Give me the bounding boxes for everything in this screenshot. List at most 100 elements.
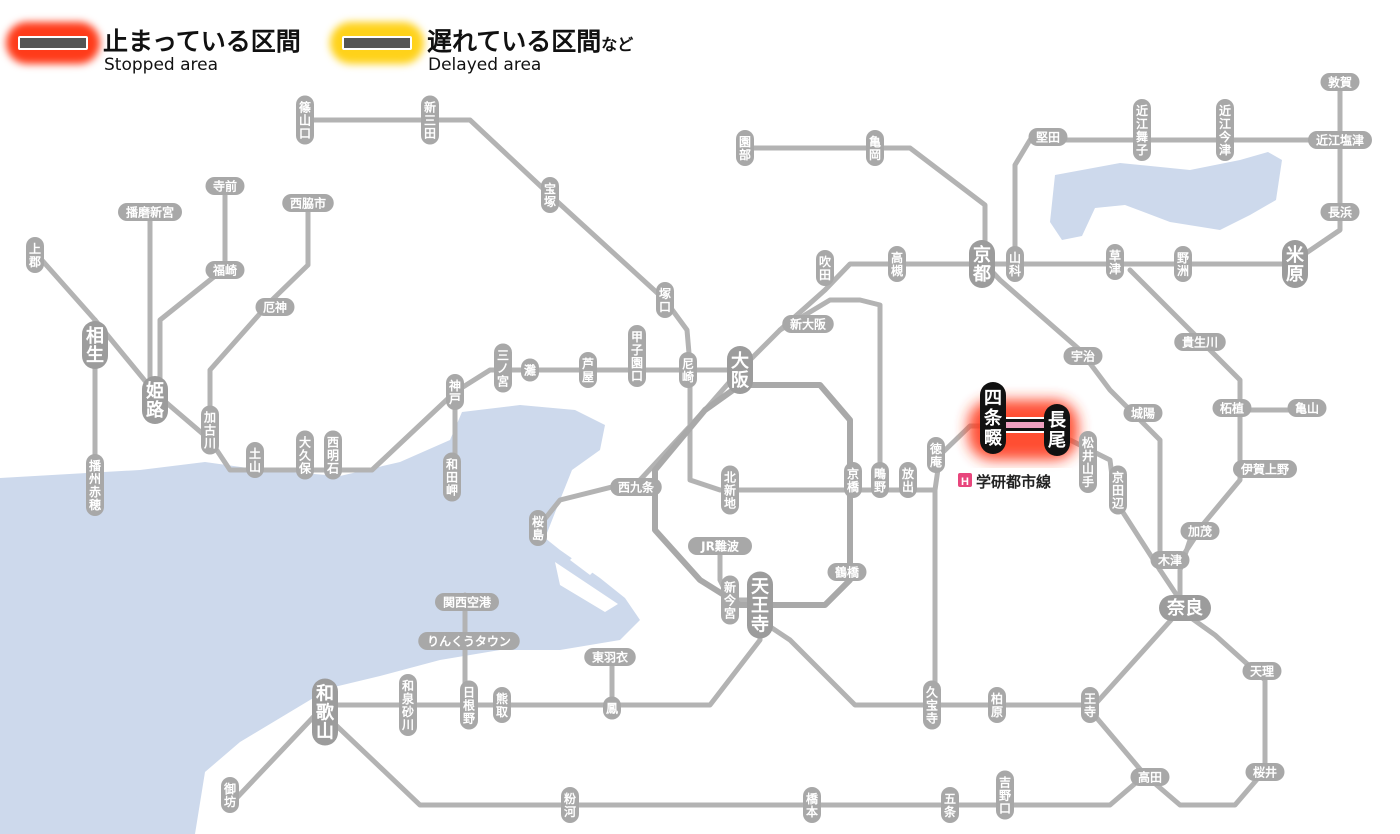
station-oji[interactable]: 王寺: [1081, 687, 1099, 723]
station-nagahama[interactable]: 長浜: [1320, 203, 1360, 221]
station-kamigori[interactable]: 上郡: [26, 237, 44, 273]
station-joyo[interactable]: 城陽: [1123, 404, 1163, 422]
station-yasu[interactable]: 野洲: [1174, 246, 1192, 282]
station-fukusaki[interactable]: 福崎: [205, 261, 245, 279]
station-banshuako[interactable]: 播州赤穂: [86, 454, 104, 516]
station-wakayama[interactable]: 和歌山: [312, 678, 338, 746]
station-name: 鴫野: [874, 466, 886, 494]
station-kamo[interactable]: 加茂: [1180, 522, 1220, 540]
station-kobe[interactable]: 神戸: [446, 374, 464, 410]
station-name: 日根野: [463, 686, 475, 726]
station-nishikujo[interactable]: 西九条: [610, 478, 662, 496]
station-tsukaguchi[interactable]: 塚口: [656, 282, 674, 318]
station-takarazuka[interactable]: 宝塚: [541, 177, 559, 213]
station-kansaiairport[interactable]: 関西空港: [435, 593, 499, 611]
station-shinsanda[interactable]: 新三田: [421, 95, 439, 145]
station-kyoto[interactable]: 京都: [969, 240, 995, 288]
station-nara[interactable]: 奈良: [1159, 595, 1211, 621]
station-name: 四条畷: [983, 388, 1003, 449]
station-name: 松井山手: [1082, 435, 1094, 489]
station-sakurajima[interactable]: 桜島: [529, 510, 547, 546]
station-kumatori[interactable]: 熊取: [493, 687, 511, 723]
station-nishiwakishi[interactable]: 西脇市: [282, 194, 334, 212]
station-name: 徳庵: [929, 441, 943, 469]
station-maibara[interactable]: 米原: [1282, 240, 1308, 288]
station-wadamisaki[interactable]: 和田岬: [443, 452, 461, 502]
station-tsuge[interactable]: 柘植: [1212, 399, 1252, 417]
station-name: 北新地: [724, 470, 736, 511]
station-katata[interactable]: 堅田: [1028, 128, 1068, 146]
station-tennoji[interactable]: 天王寺: [747, 571, 773, 639]
station-takada[interactable]: 高田: [1130, 768, 1170, 786]
station-sasayamaguchi[interactable]: 篠山口: [296, 95, 314, 145]
station-shinosaka[interactable]: 新大阪: [782, 315, 834, 333]
station-hineno[interactable]: 日根野: [460, 680, 478, 730]
station-name: 奈良: [1166, 597, 1203, 619]
station-teramae[interactable]: 寺前: [205, 177, 245, 195]
station-osaka[interactable]: 大阪: [727, 346, 753, 394]
station-izumisunagawa[interactable]: 和泉砂川: [399, 674, 417, 736]
station-hashimoto[interactable]: 橋本: [803, 787, 821, 823]
station-yakujin[interactable]: 厄神: [255, 298, 295, 316]
station-name: 近江今津: [1218, 103, 1232, 157]
station-takatsuki[interactable]: 高槻: [888, 246, 906, 282]
station-sannomiya[interactable]: 三ノ宮: [494, 343, 512, 393]
station-omishiotsu[interactable]: 近江塩津: [1308, 131, 1372, 149]
station-sakurai[interactable]: 桜井: [1245, 763, 1285, 781]
station-nagao[interactable]: 長尾: [1044, 404, 1070, 456]
station-yamashina[interactable]: 山科: [1006, 246, 1024, 282]
station-higashihagoromo[interactable]: 東羽衣: [584, 648, 636, 666]
water-areas: [0, 152, 1282, 834]
station-name: 大阪: [731, 350, 750, 391]
station-name: 貴生川: [1182, 335, 1218, 350]
station-kibukawa[interactable]: 貴生川: [1174, 333, 1226, 351]
station-kokawa[interactable]: 粉河: [561, 787, 579, 823]
station-nada[interactable]: 灘: [521, 358, 539, 382]
station-matsuiyamate[interactable]: 松井山手: [1079, 431, 1097, 493]
station-kitashinchi[interactable]: 北新地: [721, 465, 739, 515]
station-kakogawa[interactable]: 加古川: [201, 405, 219, 455]
station-uji[interactable]: 宇治: [1063, 347, 1103, 365]
station-jrnamba[interactable]: JR難波: [688, 537, 752, 555]
station-kyobashi[interactable]: 京橋: [844, 462, 862, 498]
station-okubo[interactable]: 大久保: [296, 430, 314, 480]
station-name: 柘植: [1219, 401, 1244, 416]
station-name: 吹田: [819, 254, 832, 282]
station-otori[interactable]: 鳳: [603, 696, 621, 720]
station-sonobe[interactable]: 園部: [736, 130, 754, 166]
station-aioi[interactable]: 相生: [82, 321, 108, 369]
station-tsuruhashi[interactable]: 鶴橋: [827, 563, 867, 581]
station-kameyama[interactable]: 亀山: [1287, 399, 1327, 417]
station-kashiwara[interactable]: 柏原: [988, 687, 1006, 723]
station-kusatsu[interactable]: 草津: [1106, 244, 1124, 280]
station-name: 西明石: [326, 436, 339, 476]
station-kizu[interactable]: 木津: [1150, 551, 1190, 569]
station-tsuchiyama[interactable]: 土山: [246, 442, 264, 478]
station-shijonawate[interactable]: 四条畷: [980, 382, 1006, 454]
station-kyuhoji[interactable]: 久宝寺: [923, 680, 941, 730]
station-tokuan[interactable]: 徳庵: [927, 437, 945, 473]
station-himeji[interactable]: 姫路: [142, 376, 168, 424]
station-hanaten[interactable]: 放出: [899, 462, 917, 498]
station-kameoka[interactable]: 亀岡: [866, 130, 884, 166]
station-gobo[interactable]: 御坊: [221, 777, 239, 813]
pier: [555, 562, 618, 612]
station-kyotanabe[interactable]: 京田辺: [1109, 465, 1127, 515]
station-omiimazu[interactable]: 近江今津: [1216, 99, 1234, 161]
station-tenri[interactable]: 天理: [1242, 662, 1282, 680]
station-nishiakashi[interactable]: 西明石: [324, 430, 342, 480]
station-name: 高槻: [891, 250, 903, 278]
station-shigino[interactable]: 鴫野: [871, 462, 889, 498]
station-omimaiko[interactable]: 近江舞子: [1133, 99, 1151, 161]
station-suita[interactable]: 吹田: [816, 250, 834, 286]
station-tsuruga[interactable]: 敦賀: [1320, 73, 1360, 91]
station-rinkutown[interactable]: りんくうタウン: [418, 632, 520, 650]
station-harimashingu[interactable]: 播磨新宮: [118, 203, 182, 221]
station-igaueno[interactable]: 伊賀上野: [1233, 460, 1297, 478]
station-shinimamiya[interactable]: 新今宮: [721, 575, 739, 625]
station-yoshinoguchi[interactable]: 吉野口: [996, 770, 1014, 820]
station-koshienguchi[interactable]: 甲子園口: [628, 325, 646, 387]
station-ashiya[interactable]: 芦屋: [579, 352, 597, 388]
station-amagasaki[interactable]: 尼崎: [679, 352, 697, 388]
station-gojo[interactable]: 五条: [941, 787, 959, 823]
